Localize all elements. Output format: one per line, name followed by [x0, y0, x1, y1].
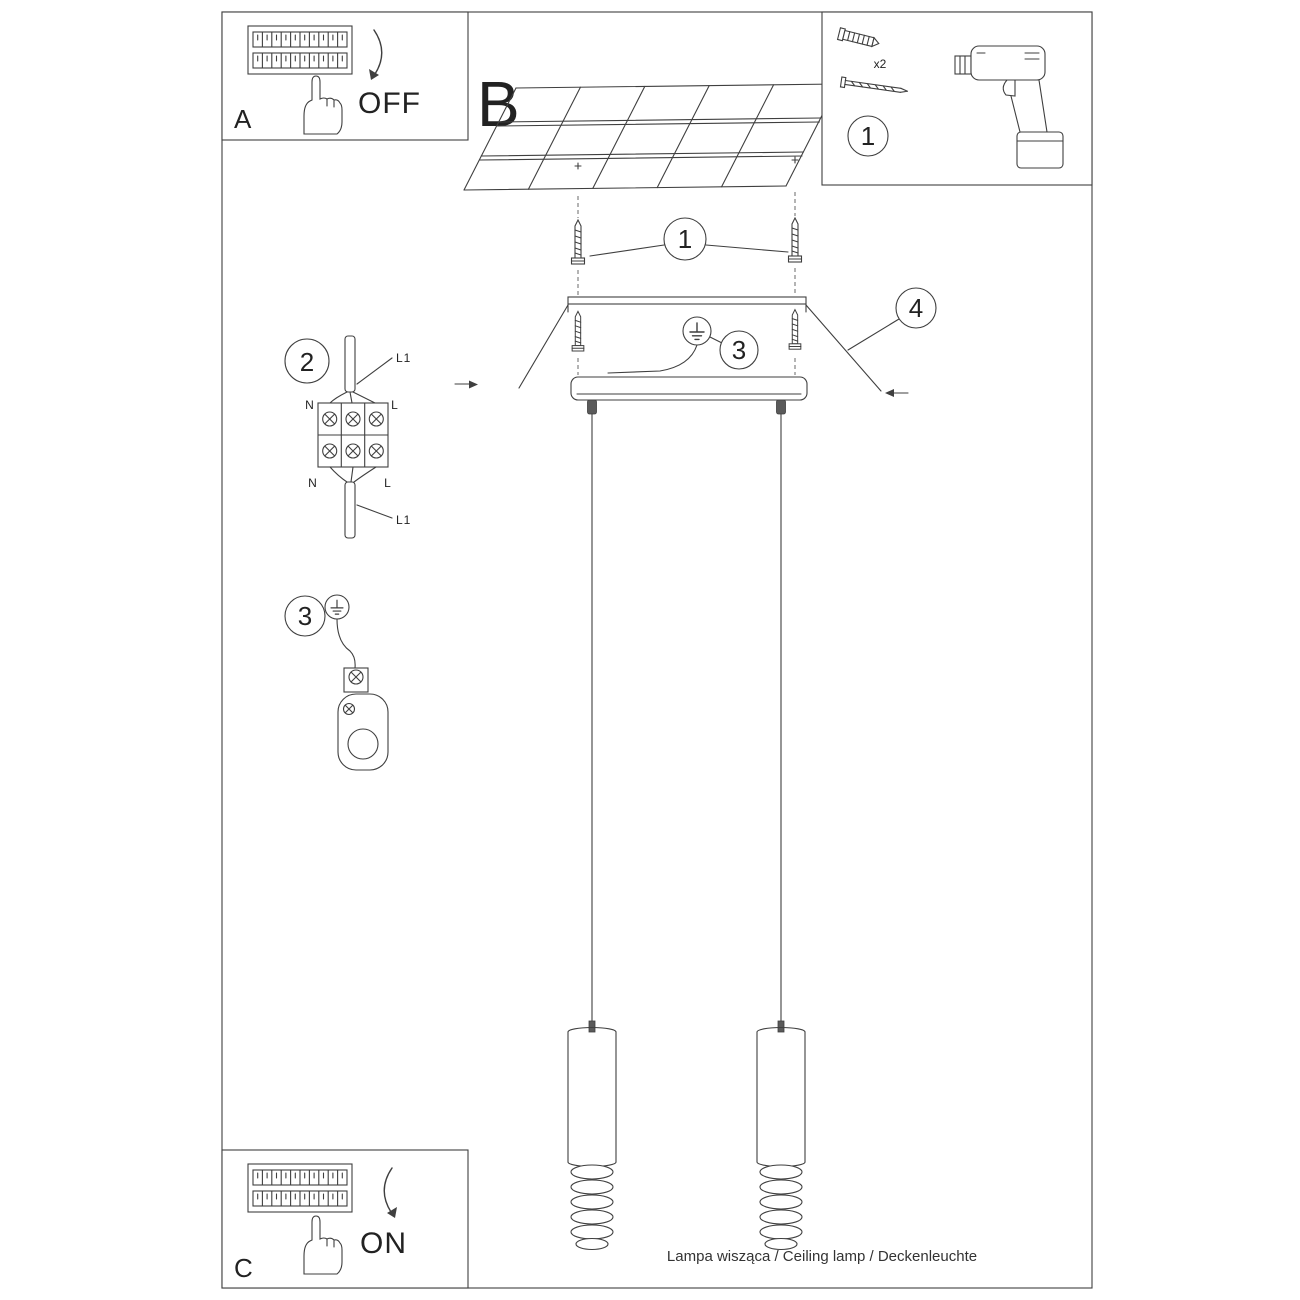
fuse-box-icon — [247, 25, 353, 75]
callout-1: 1 — [589, 217, 789, 261]
panel-b-ceiling: B — [463, 68, 839, 191]
panel-tools: x2 1 — [821, 11, 1093, 186]
callout-4: 4 — [847, 287, 937, 351]
fuse-box-icon-c — [247, 1163, 353, 1213]
n-top-label: N — [305, 398, 315, 412]
screw-marks — [574, 156, 799, 170]
l1-bottom-label: L1 — [396, 513, 411, 527]
canopy-cover-edges — [518, 304, 882, 392]
lamp-right-coils — [759, 1164, 803, 1251]
panel-c-label: C — [234, 1253, 253, 1283]
page-border — [221, 11, 1093, 1289]
canopy-assembly: 3 4 — [454, 287, 937, 415]
panel-a-label: A — [234, 104, 252, 134]
ground-symbol-small — [324, 594, 350, 620]
suspension-cables — [591, 413, 782, 1031]
panel-b-label: B — [477, 68, 520, 140]
callout-tools-1: 1 — [847, 115, 889, 157]
product-caption: Lampa wisząca / Ceiling lamp / Deckenleu… — [667, 1248, 977, 1265]
ceiling-grid — [463, 83, 839, 191]
anchor-qty-label: x2 — [874, 57, 887, 71]
callout-3-main: 3 — [709, 330, 759, 370]
cable-bottom — [344, 481, 356, 539]
callout-tools-1-label: 1 — [861, 121, 875, 151]
callout-1-label: 1 — [678, 224, 692, 254]
callout-3-main-label: 3 — [732, 335, 746, 365]
pendant-lamps — [567, 413, 806, 1251]
callout-2: 2 — [284, 338, 330, 384]
screw-icon — [839, 76, 909, 93]
lamp-right — [756, 1020, 806, 1251]
step-ground: 3 — [284, 594, 389, 771]
wall-anchor-icon — [836, 27, 880, 48]
n-bottom-label: N — [308, 476, 318, 490]
on-label: ON — [360, 1227, 407, 1260]
canopy-bar — [570, 376, 808, 401]
l-top-label: L — [391, 398, 399, 412]
callout-2-label: 2 — [300, 347, 314, 377]
cable-gland-left — [587, 399, 597, 415]
step-screws: 1 — [570, 192, 803, 375]
off-label: OFF — [358, 87, 421, 120]
drill-icon — [954, 45, 1064, 169]
lamp-left-coils — [570, 1164, 614, 1251]
callout-3: 3 — [284, 595, 326, 637]
step-wiring: 2 L1 N L N L L1 — [284, 335, 411, 539]
mounting-plate — [567, 296, 807, 305]
cable-gland-right — [776, 399, 786, 415]
ground-terminal — [337, 667, 389, 771]
panel-c-power-on: C ON — [221, 1149, 469, 1289]
callout-3-label: 3 — [298, 601, 312, 631]
side-arrow-left-icon — [454, 380, 478, 389]
ground-symbol-main — [607, 316, 712, 374]
panel-a-power-off: A OFF — [221, 11, 469, 141]
ground-wire — [336, 618, 356, 669]
cable-top — [344, 335, 356, 393]
callout-4-label: 4 — [909, 293, 923, 323]
l1-top-label: L1 — [396, 351, 411, 365]
lamp-left — [567, 1020, 617, 1251]
l-bottom-label: L — [384, 476, 392, 490]
side-arrow-right-icon — [885, 389, 909, 397]
